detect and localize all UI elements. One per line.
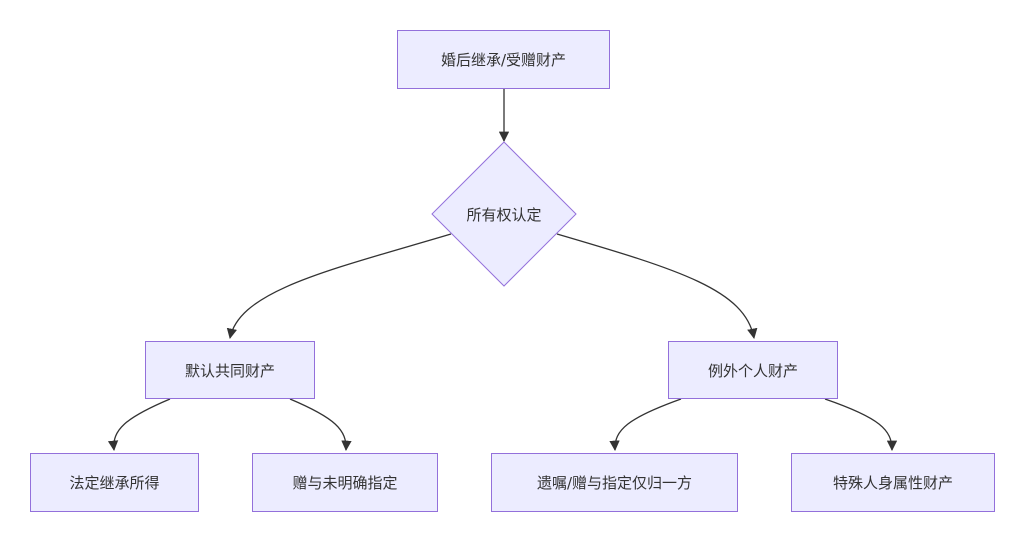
node-leaf1: 法定继承所得 xyxy=(30,453,199,512)
node-personal-label: 例外个人财产 xyxy=(707,361,798,380)
node-personal: 例外个人财产 xyxy=(668,341,838,399)
node-leaf4: 特殊人身属性财产 xyxy=(791,453,995,512)
node-leaf3-label: 遗嘱/赠与指定仅归一方 xyxy=(536,474,693,492)
node-root-label: 婚后继承/受赠财产 xyxy=(440,51,567,69)
edge-decision-personal xyxy=(556,233,758,340)
edge-common-leaf2 xyxy=(289,398,352,452)
edge-decision-common xyxy=(226,233,452,340)
node-leaf4-label: 特殊人身属性财产 xyxy=(832,474,953,492)
decision-diamond xyxy=(431,141,577,287)
node-root: 婚后继承/受赠财产 xyxy=(397,30,610,89)
node-leaf3: 遗嘱/赠与指定仅归一方 xyxy=(491,453,738,512)
edge-personal-leaf3 xyxy=(609,398,682,452)
node-decision-label: 所有权认定 xyxy=(466,205,542,224)
node-common-label: 默认共同财产 xyxy=(184,361,275,380)
node-leaf1-label: 法定继承所得 xyxy=(69,474,160,492)
node-leaf2: 赠与未明确指定 xyxy=(252,453,438,512)
edge-personal-leaf4 xyxy=(824,398,898,452)
edge-common-leaf1 xyxy=(107,398,171,452)
node-common: 默认共同财产 xyxy=(145,341,315,399)
node-decision: 所有权认定 xyxy=(431,141,577,287)
node-leaf2-label: 赠与未明确指定 xyxy=(292,474,398,492)
